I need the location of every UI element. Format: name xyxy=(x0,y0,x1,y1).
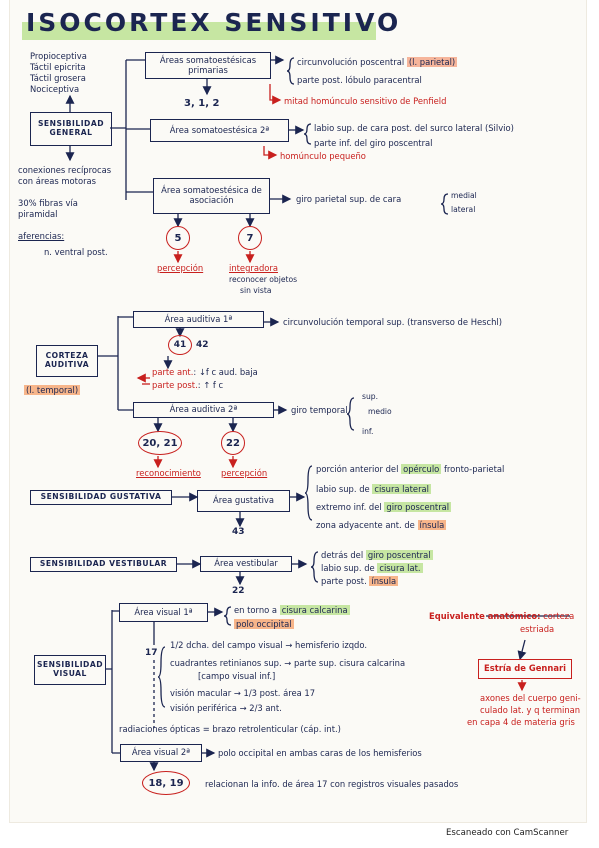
aferencias-value: n. ventral post. xyxy=(44,247,108,257)
area-22-vestibular-number: 22 xyxy=(232,586,245,596)
area-22-circle: 22 xyxy=(221,431,245,455)
small-homunculus-note: homúnculo pequeño xyxy=(280,151,366,161)
visual1-fact1: 1/2 dcha. del campo visual → hemisferio … xyxy=(170,640,367,650)
scanner-footer: Escaneado con CamScanner xyxy=(446,828,569,838)
primary-auditory-area-box: Área auditiva 1ª xyxy=(133,311,264,328)
visual1-loc2: polo occipital xyxy=(234,619,294,629)
equivalent-anatomic-2: estriada xyxy=(520,624,555,634)
area-7-sub2: sin vista xyxy=(240,286,272,295)
modality-item: Propioceptiva xyxy=(30,51,87,61)
auditory2-medio: medio xyxy=(368,407,392,416)
area-20-21-circle: 20, 21 xyxy=(138,431,182,455)
modality-item: Táctil epicrita xyxy=(30,62,86,72)
vest-loc1: detrás del giro poscentral xyxy=(321,550,433,560)
gennari-note-1: axones del cuerpo geni- xyxy=(480,693,581,703)
visual1-fact3: visión macular → 1/3 post. área 17 xyxy=(170,688,316,698)
visual2-loc: polo occipital en ambas caras de los hem… xyxy=(218,748,422,758)
auditory2-sup: sup. xyxy=(362,392,379,401)
visual2-relation: relacionan la info. de área 17 con regis… xyxy=(205,779,459,789)
area1-loc2: parte post. lóbulo paracentral xyxy=(297,75,422,85)
temporal-lobe-tag: (l. temporal) xyxy=(24,385,81,395)
auditory2-inf: inf. xyxy=(362,427,374,436)
association-somatosensory-area-box: Área somatoestésica de asociación xyxy=(153,178,270,214)
page-title: ISOCORTEX SENSITIVO xyxy=(26,8,402,37)
area-5-label: percepción xyxy=(157,263,204,273)
secondary-visual-area-box: Área visual 2ª xyxy=(120,744,202,762)
area-7-label: integradora xyxy=(229,263,278,273)
primary-visual-area-box: Área visual 1ª xyxy=(119,603,208,622)
optic-radiations-note: radiaciones ópticas = brazo retrolenticu… xyxy=(119,724,341,734)
general-sensibility-box: SENSIBILIDAD GENERAL xyxy=(30,112,112,146)
area-43-number: 43 xyxy=(232,527,245,537)
area-7-sub1: reconocer objetos xyxy=(229,275,298,284)
area-20-21-label: reconocimiento xyxy=(136,468,201,478)
visual1-fact2: cuadrantes retinianos sup. → parte sup. … xyxy=(170,658,406,668)
area1-loc1: circunvolución poscentral (l. parietal) xyxy=(297,57,458,67)
vestibular-sensibility-box: SENSIBILIDAD VESTIBULAR xyxy=(30,557,177,572)
visual-sensibility-box: SENSIBILIDAD VISUAL xyxy=(34,655,106,685)
area-18-19-circle: 18, 19 xyxy=(142,771,190,795)
notebook-page xyxy=(10,0,586,822)
gust-loc2: labio sup. de cisura lateral xyxy=(316,484,431,494)
modality-item: Táctil grosera xyxy=(30,73,86,83)
area-41-circle: 41 xyxy=(168,335,192,355)
gennari-note-2: culado lat. y q terminan xyxy=(480,705,581,715)
area2-loc2: parte inf. del giro poscentral xyxy=(314,138,433,148)
gennari-note-3: en capa 4 de materia gris xyxy=(467,717,575,727)
connections-note: conexiones recíprocas con áreas motoras xyxy=(18,165,112,187)
assoc-loc: giro parietal sup. de cara xyxy=(296,194,402,204)
vest-loc2: labio sup. de cisura lat. xyxy=(321,563,423,573)
gust-loc4: zona adyacente ant. de ínsula xyxy=(316,520,447,530)
gustatory-area-box: Área gustativa xyxy=(197,490,290,512)
area-numbers: 3, 1, 2 xyxy=(184,98,220,109)
assoc-medial: medial xyxy=(451,191,477,200)
modality-item: Nociceptiva xyxy=(30,84,80,94)
area-17-number: 17 xyxy=(145,648,158,658)
secondary-auditory-area-box: Área auditiva 2ª xyxy=(133,402,274,418)
visual1-fact2b: [campo visual inf.] xyxy=(198,671,276,681)
auditory2-loc: giro temporal xyxy=(291,405,348,415)
visual1-loc1: en torno a cisura calcarina xyxy=(234,605,350,615)
aferencias-title: aferencias: xyxy=(18,231,65,241)
visual1-fact4: visión periférica → 2/3 ant. xyxy=(170,703,282,713)
primary-somatosensory-area-box: Áreas somatoestésicas primarias xyxy=(145,52,271,79)
gennari-stria-box: Estría de Gennari xyxy=(478,659,572,679)
auditory-cortex-box: CORTEZA AUDITIVA xyxy=(36,345,98,377)
title-highlight xyxy=(22,22,376,40)
assoc-lateral: lateral xyxy=(451,205,476,214)
gust-loc3: extremo inf. del giro poscentral xyxy=(316,502,452,512)
vestibular-area-box: Área vestibular xyxy=(200,556,292,572)
auditory1-part-post: parte post.: ↑ f c xyxy=(152,380,224,390)
area-5-circle: 5 xyxy=(166,226,190,250)
area-42-number: 42 xyxy=(196,340,209,350)
equivalent-anatomic: Equivalente anatómico: corteza xyxy=(429,611,575,621)
gust-loc1: porción anterior del opérculo fronto-par… xyxy=(316,464,505,474)
gustatory-sensibility-box: SENSIBILIDAD GUSTATIVA xyxy=(30,490,172,505)
auditory1-part-ant: parte ant.: ↓f c aud. baja xyxy=(152,367,258,377)
area-22-label: percepción xyxy=(221,468,268,478)
secondary-somatosensory-area-box: Área somatoestésica 2ª xyxy=(150,119,289,142)
area2-loc1: labio sup. de cara post. del surco later… xyxy=(314,123,514,133)
penfield-note: mitad homúnculo sensitivo de Penfield xyxy=(284,96,447,106)
fibers-note: 30% fibras vía piramidal xyxy=(18,198,78,220)
auditory1-loc: circunvolución temporal sup. (transverso… xyxy=(283,317,503,327)
vest-loc3: parte post. ínsula xyxy=(321,576,399,586)
area-7-circle: 7 xyxy=(238,226,262,250)
